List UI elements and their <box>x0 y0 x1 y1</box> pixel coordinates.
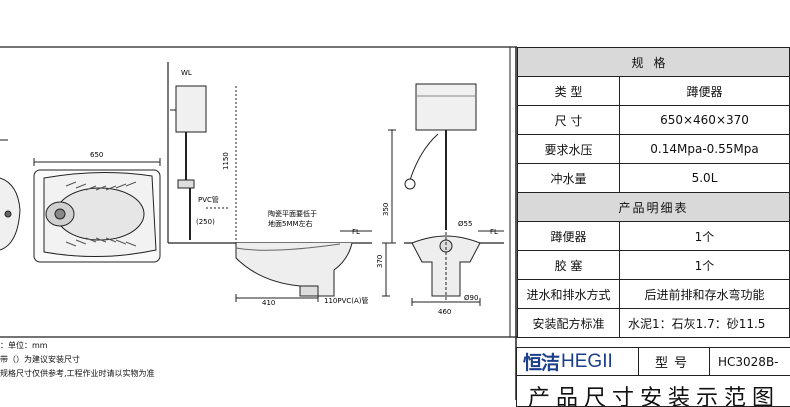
spec-label: 类 型 <box>517 76 620 106</box>
spec-value: 0.14Mpa-0.55Mpa <box>619 134 790 164</box>
drawing-notes: ：单位：mm 带（）为建议安装尺寸 规格尺寸仅供参考,工程作业时请以实物为准 <box>0 339 500 381</box>
label-fl-left: FL <box>352 228 360 236</box>
cistern-side <box>175 85 207 133</box>
cistern-front <box>415 83 477 131</box>
detail-label: 胶 塞 <box>517 250 620 280</box>
spec-value: 650×460×370 <box>619 105 790 135</box>
spec-table: 规格 类 型 蹲便器 尺 寸 650×460×370 要求水压 0.14Mpa-… <box>517 47 790 338</box>
detail-label: 蹲便器 <box>517 221 620 251</box>
spec-row: 尺 寸 650×460×370 <box>517 105 790 135</box>
spec-header: 规格 <box>517 47 790 77</box>
front-view <box>388 83 504 306</box>
detail-label: 进水和排水方式 <box>517 279 620 309</box>
dim-370: 370 <box>376 255 384 268</box>
logo-chinese: 恒洁 <box>523 352 560 374</box>
detail-header: 产品明细表 <box>517 192 790 222</box>
spec-label: 尺 寸 <box>517 105 620 135</box>
pan-front-profile <box>411 235 481 297</box>
dim-1150: 1150 <box>222 152 230 170</box>
drawing-title: 产品尺寸安装示范图 <box>516 375 790 407</box>
detail-row: 进水和排水方式 后进前排和存水弯功能 <box>517 279 790 309</box>
label-phi55: Ø55 <box>458 220 472 228</box>
spec-row: 要求水压 0.14Mpa-0.55Mpa <box>517 134 790 164</box>
spec-value: 5.0L <box>619 163 790 193</box>
note-reference: 规格尺寸仅供参考,工程作业时请以实物为准 <box>0 369 155 378</box>
detail-value: 1个 <box>619 250 790 280</box>
note-brackets: 带（）为建议安装尺寸 <box>0 355 80 364</box>
label-phi90: Ø90 <box>464 294 478 302</box>
spec-label: 要求水压 <box>517 134 620 164</box>
detail-row: 蹲便器 1个 <box>517 221 790 251</box>
dim-350: 350 <box>382 203 390 216</box>
dim-250: (250) <box>196 218 215 226</box>
label-110pvc: 110PVC(A)管 <box>324 296 369 305</box>
model-label: 型号 <box>639 348 710 375</box>
dim-650: 650 <box>90 151 103 159</box>
plan-view <box>0 158 161 263</box>
spec-row: 类 型 蹲便器 <box>517 76 790 106</box>
spec-label: 冲水量 <box>517 163 620 193</box>
detail-value: 1个 <box>619 221 790 251</box>
brand-bar: 恒洁 HEGII 型号 HC3028B- <box>516 347 790 376</box>
pan-side-profile <box>235 242 353 297</box>
logo-english: HEGII <box>561 350 613 372</box>
note-tile-2: 地面5MM左右 <box>268 219 313 228</box>
spec-row: 冲水量 5.0L <box>517 163 790 193</box>
hegii-logo: 恒洁 HEGII <box>517 348 639 375</box>
label-wl: WL <box>181 69 192 77</box>
side-view <box>167 62 390 302</box>
note-tile-1: 陶瓷平面要低于 <box>268 209 317 218</box>
dim-460: 460 <box>438 308 451 316</box>
detail-row: 安装配方标准 水泥1：石灰1.7：砂11.5 <box>517 308 790 338</box>
spec-value: 蹲便器 <box>619 76 790 106</box>
dim-410: 410 <box>262 299 275 307</box>
label-fl-right: FL <box>490 228 498 236</box>
label-pvc: PVC管 <box>198 195 219 204</box>
note-unit: ：单位：mm <box>0 341 48 350</box>
detail-value: 水泥1：石灰1.7：砂11.5 <box>619 308 790 338</box>
model-value: HC3028B- <box>718 354 779 369</box>
detail-value: 后进前排和存水弯功能 <box>619 279 790 309</box>
detail-row: 胶 塞 1个 <box>517 250 790 280</box>
detail-label: 安装配方标准 <box>517 308 620 338</box>
